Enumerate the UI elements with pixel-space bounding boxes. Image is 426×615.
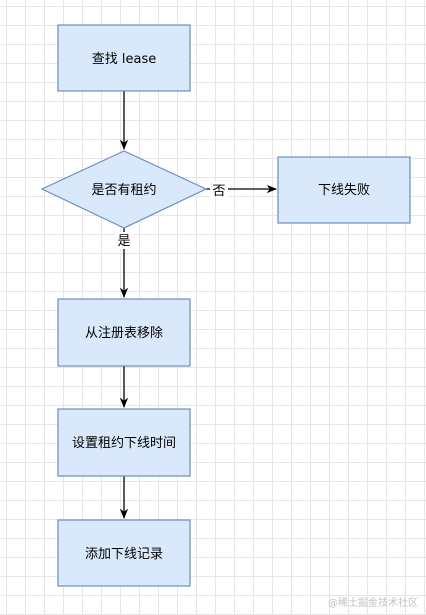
node-has-lease-decision: 是否有租约 — [40, 150, 208, 229]
node-add-offline-record: 添加下线记录 — [57, 519, 191, 587]
edge-label-yes: 是 — [117, 234, 130, 249]
node-remove-from-registry: 从注册表移除 — [57, 298, 191, 367]
watermark: @稀土掘金技术社区 — [328, 598, 418, 609]
edge-label-no: 否 — [212, 184, 225, 199]
node-remove-from-registry-label: 从注册表移除 — [85, 326, 163, 341]
node-set-lease-offline-time: 设置租约下线时间 — [57, 408, 191, 477]
node-offline-failed-label: 下线失败 — [318, 183, 370, 198]
node-find-lease-label: 查找 lease — [92, 52, 156, 67]
node-offline-failed: 下线失败 — [277, 156, 411, 224]
node-has-lease-label: 是否有租约 — [91, 183, 156, 198]
node-find-lease: 查找 lease — [57, 24, 191, 92]
node-add-offline-record-label: 添加下线记录 — [85, 547, 163, 562]
node-set-lease-offline-time-label: 设置租约下线时间 — [72, 436, 176, 451]
